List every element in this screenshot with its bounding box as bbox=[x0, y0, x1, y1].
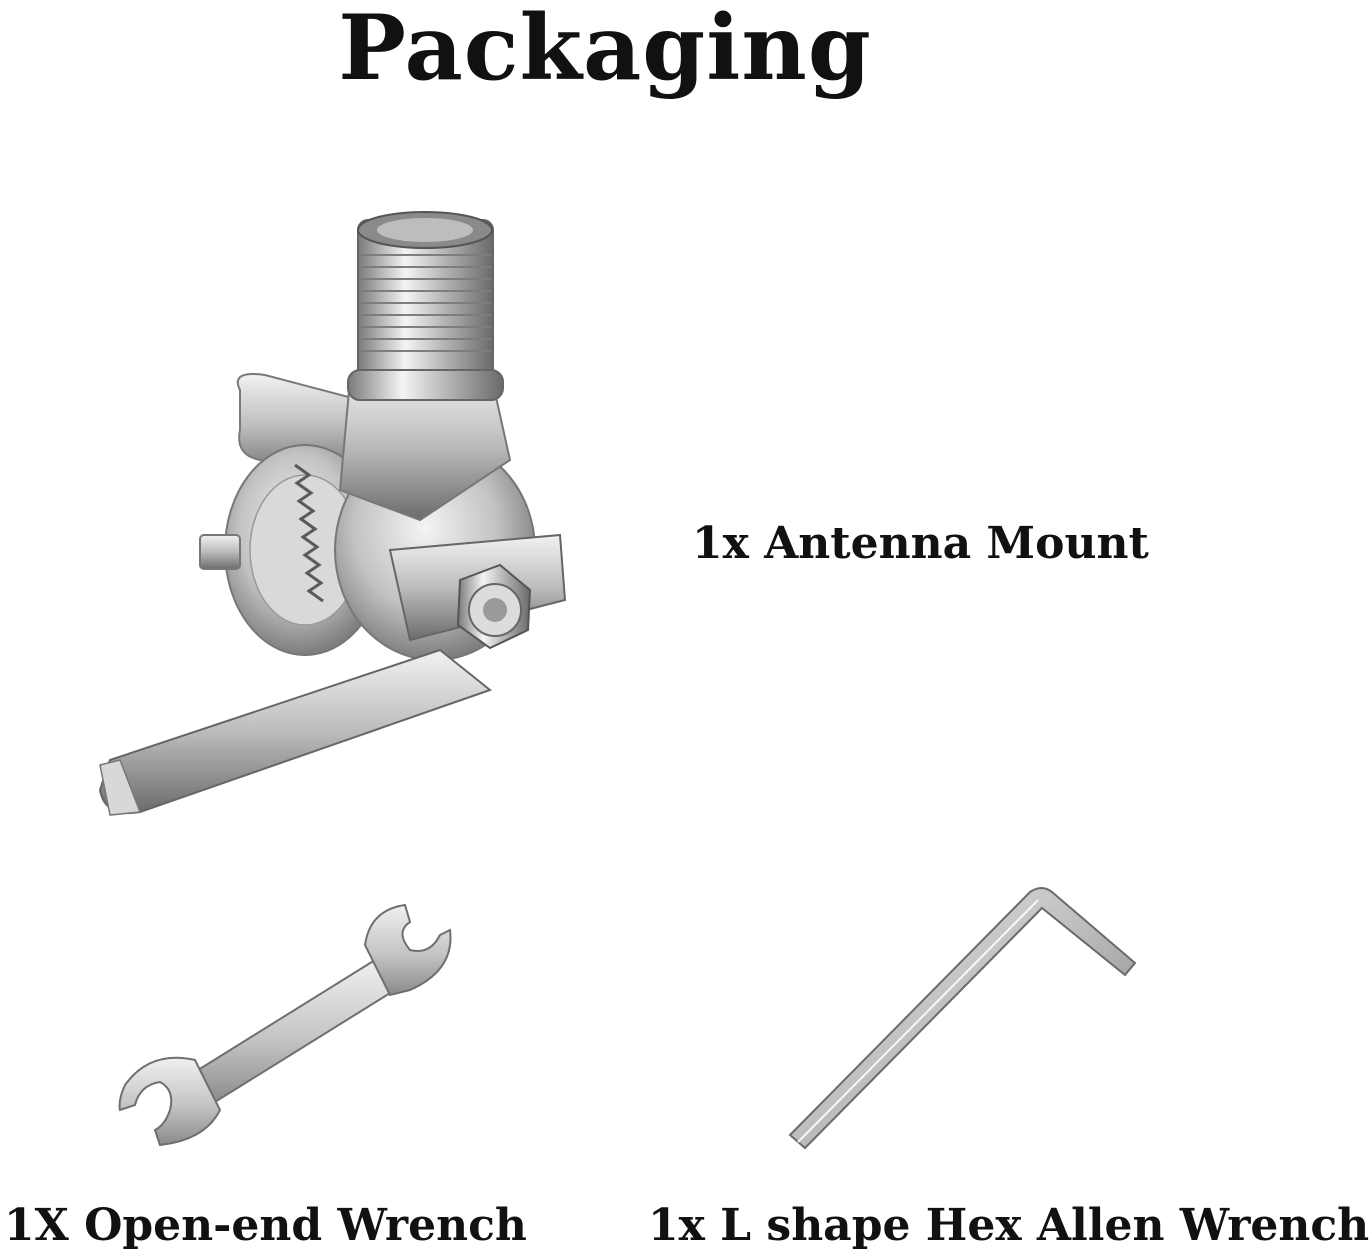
hex-allen-wrench-label: 1x L shape Hex Allen Wrench bbox=[648, 1200, 1369, 1251]
page-title: Packaging bbox=[338, 0, 872, 101]
open-end-wrench-icon bbox=[118, 903, 452, 1147]
antenna-mount-icon bbox=[98, 211, 567, 816]
antenna-mount-label: 1x Antenna Mount bbox=[692, 518, 1149, 569]
open-end-wrench-label: 1X Open-end Wrench bbox=[4, 1200, 527, 1251]
hex-allen-wrench-icon bbox=[788, 887, 1137, 1150]
